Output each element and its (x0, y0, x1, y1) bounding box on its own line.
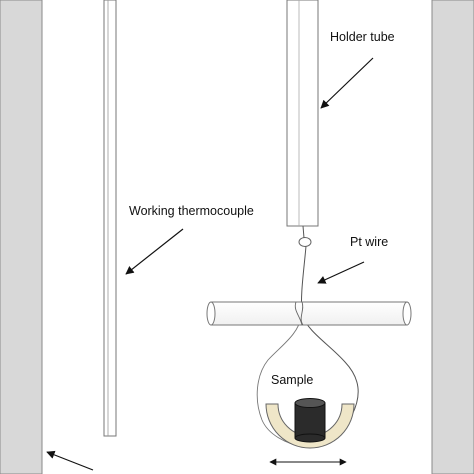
pt-wire-label: Pt wire (350, 235, 388, 249)
pt-wire-hook (298, 237, 312, 247)
furnace-wall-arrow (46, 450, 94, 471)
pt-wire-arrow (317, 261, 365, 284)
sample-bottom (294, 433, 326, 443)
holder-tube-arrow (320, 57, 374, 109)
horizontal-rod-right-end (402, 301, 412, 326)
holder-tube (286, 0, 319, 227)
working-thermocouple-label: Working thermocouple (129, 204, 254, 218)
holder-tube-label: Holder tube (330, 30, 395, 44)
sample-cylinder (294, 402, 326, 439)
horizontal-rod (210, 301, 408, 326)
pt-wire-sling (256, 314, 306, 448)
working-thermocouple-arrow (125, 228, 184, 275)
furnace-wall-right (431, 0, 474, 474)
crucible (265, 403, 355, 449)
horizontal-rod-left-end (206, 301, 216, 326)
working-thermocouple-rod (103, 0, 117, 437)
sample-label: Sample (271, 373, 313, 387)
sample-top (294, 398, 326, 408)
furnace-wall-left (0, 0, 43, 474)
pt-wire-wrap (294, 301, 304, 326)
